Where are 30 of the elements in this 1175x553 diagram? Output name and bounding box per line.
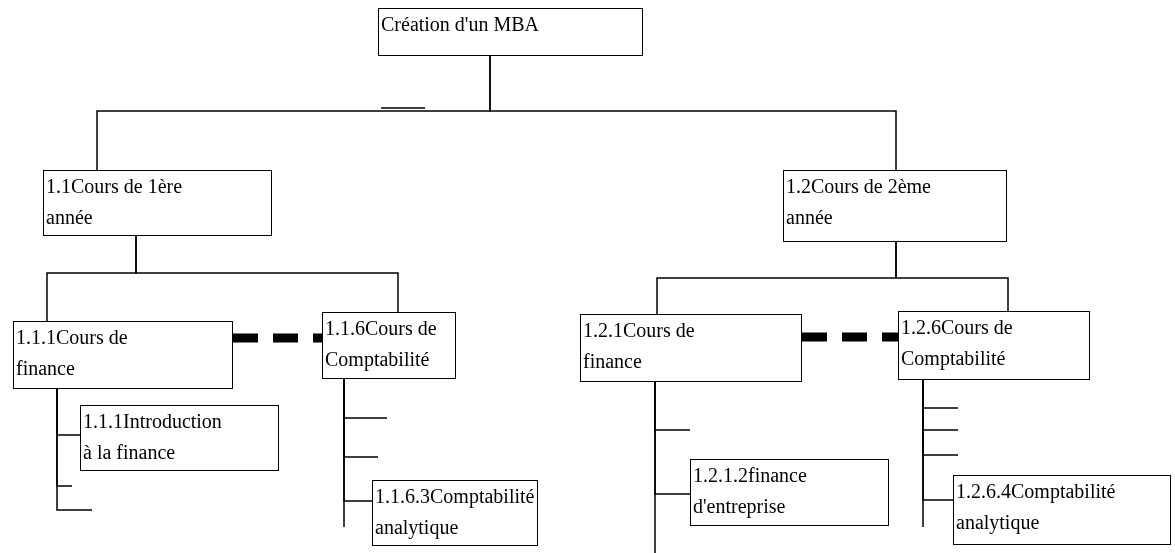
node-label: 1.1.6.3Comptabilité analytique [375,484,535,541]
node-box [43,170,272,236]
node-label: 1.2Cours de 2ème année [786,174,931,230]
node-label: 1.2.1.2finance d'entreprise [693,463,808,520]
node-label: Création d'un MBA [381,12,541,37]
node-box [13,321,233,389]
node-label: 1.1Cours de 1ère année [46,174,184,230]
node-box [378,8,643,56]
node-box [783,170,1007,242]
node-box [580,314,802,382]
connector-line [654,381,656,553]
connector-line [922,379,924,528]
node-label: 1.2.6Cours de Comptabilité [901,315,1014,372]
node-label: 1.2.6.4Comptabilité analytique [956,479,1117,536]
connector-line [56,388,93,511]
node-box [322,312,456,379]
connector-line [135,235,399,313]
node-box [953,475,1171,545]
node-label: 1.1.6Cours de Comptabilité [325,316,438,373]
connector-line [895,241,1009,312]
node-box [898,311,1090,380]
node-box [80,405,279,471]
node-label: 1.2.1Cours de finance [583,318,696,374]
connector-line [343,378,345,528]
connector-line [489,55,897,171]
node-box [690,459,889,526]
dashed-connector [802,332,898,342]
node-label: 1.1.1Cours de finance [16,325,129,381]
node-label: 1.1.1Introduction à la finance [83,409,223,465]
dashed-connector [233,333,322,343]
